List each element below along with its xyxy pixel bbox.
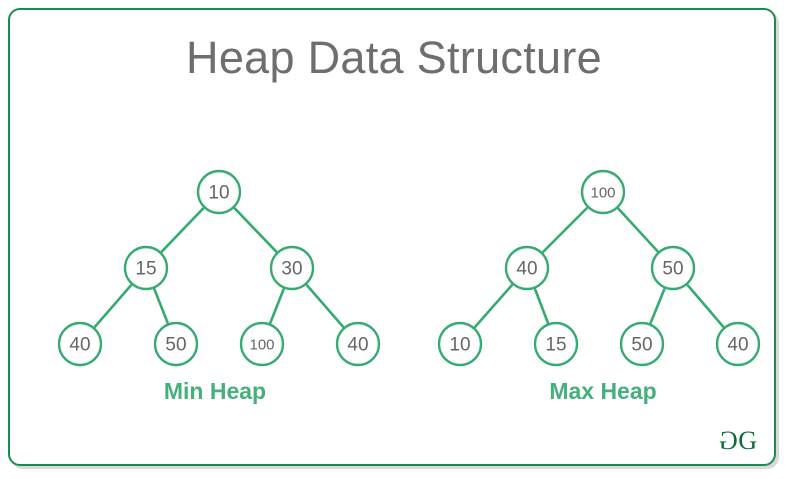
node-circle xyxy=(437,321,483,367)
page-title: Heap Data Structure xyxy=(186,32,602,83)
node-circle xyxy=(57,321,103,367)
tree-node: 40 xyxy=(335,321,381,367)
node-value: 10 xyxy=(208,183,229,204)
tree-edge xyxy=(93,284,133,328)
tree-edge xyxy=(541,206,589,254)
tree-label-min-heap: Min Heap xyxy=(163,378,267,404)
tree-node: 100 xyxy=(239,321,285,367)
logo-mirrored-g: G xyxy=(720,426,739,455)
geeksforgeeks-logo: GG xyxy=(720,426,757,455)
node-circle xyxy=(196,169,242,215)
tree-edge xyxy=(686,284,725,328)
tree-edge xyxy=(305,284,345,328)
tree-node: 15 xyxy=(533,321,579,367)
node-circle xyxy=(650,245,696,291)
tree-edges-layer xyxy=(93,206,725,329)
tree-node: 50 xyxy=(650,245,696,291)
tree-node: 30 xyxy=(269,245,315,291)
node-circle xyxy=(619,321,665,367)
tree-node: 10 xyxy=(437,321,483,367)
node-circle xyxy=(580,169,626,215)
node-circle xyxy=(123,245,169,291)
tree-node: 15 xyxy=(123,245,169,291)
tree-node: 40 xyxy=(57,321,103,367)
node-circle xyxy=(269,245,315,291)
node-value: 50 xyxy=(662,259,683,280)
node-value: 10 xyxy=(449,335,470,356)
tree-node: 50 xyxy=(619,321,665,367)
node-value: 40 xyxy=(727,335,748,356)
tree-node: 100 xyxy=(580,169,626,215)
node-circle xyxy=(239,321,285,367)
tree-edge xyxy=(473,283,514,329)
node-value: 40 xyxy=(347,335,368,356)
tree-edge xyxy=(617,207,659,253)
heap-trees-svg: 10 15 30 40 50 100 40 100 40 50 10 15 50 40 xyxy=(57,169,761,367)
tree-edge xyxy=(160,207,205,253)
tree-edge xyxy=(269,288,285,324)
tree-edge xyxy=(233,207,278,253)
node-circle xyxy=(715,321,761,367)
node-value: 50 xyxy=(165,335,186,356)
logo-g: G xyxy=(738,426,757,455)
tree-node: 40 xyxy=(715,321,761,367)
tree-edge xyxy=(649,287,666,325)
node-circle xyxy=(153,321,199,367)
tree-node: 40 xyxy=(504,245,550,291)
tree-label-max-heap: Max Heap xyxy=(549,378,657,404)
node-value: 40 xyxy=(516,259,537,280)
diagram-frame: Heap Data Structure 10 15 30 40 50 100 40 100 40… xyxy=(8,8,776,466)
node-value: 100 xyxy=(249,337,274,354)
node-circle xyxy=(533,321,579,367)
node-value: 15 xyxy=(545,335,566,356)
node-value: 30 xyxy=(281,259,302,280)
tree-node: 50 xyxy=(153,321,199,367)
node-value: 15 xyxy=(135,259,156,280)
node-value: 100 xyxy=(590,185,615,202)
node-circle xyxy=(504,245,550,291)
node-value: 40 xyxy=(69,335,90,356)
tree-nodes-layer: 10 15 30 40 50 100 40 100 40 50 10 15 50 40 xyxy=(57,169,761,367)
tree-edge xyxy=(533,288,550,324)
tree-edge xyxy=(153,288,169,324)
node-circle xyxy=(335,321,381,367)
tree-node: 10 xyxy=(196,169,242,215)
node-value: 50 xyxy=(631,335,652,356)
